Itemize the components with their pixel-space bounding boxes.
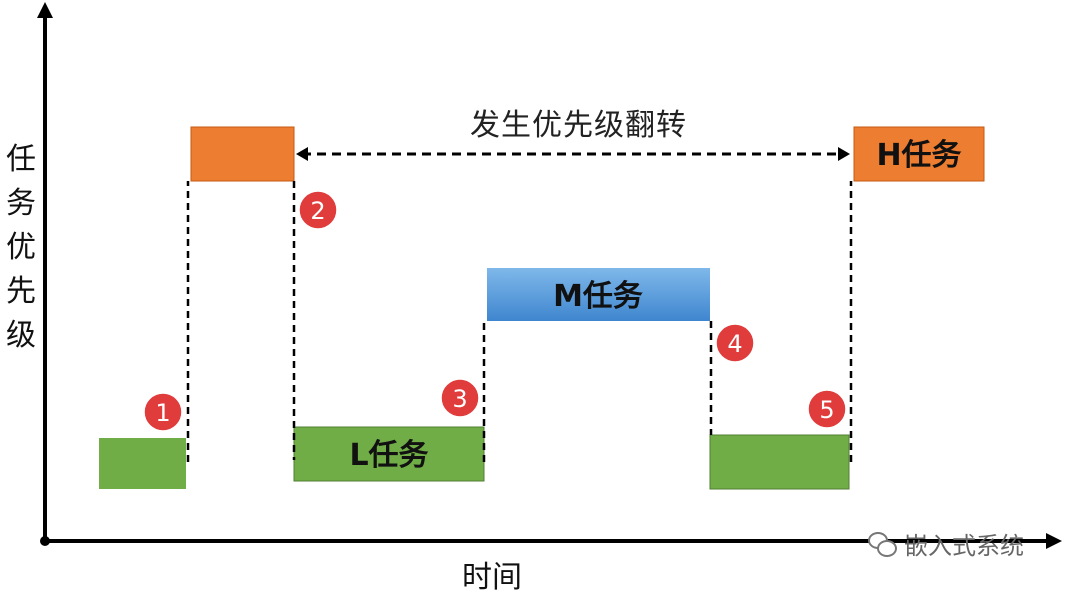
medium-task-block (487, 268, 710, 321)
step-number-5: 5 (819, 396, 834, 424)
low-task-block-1 (99, 438, 186, 489)
watermark-text: 嵌入式系统 (904, 532, 1024, 560)
step-badge-2: 2 (298, 190, 338, 230)
low-task-label: L任务 (349, 438, 428, 473)
medium-task-label: M任务 (553, 279, 643, 314)
low-task-block-3 (709, 434, 850, 490)
inversion-arrow-left-head (296, 147, 308, 161)
wechat-icon (868, 531, 898, 557)
inversion-arrow-right-head (838, 147, 850, 161)
y-axis-label: 任务优先级 (6, 142, 36, 353)
watermark: 嵌入式系统 (868, 526, 1024, 561)
y-axis-arrowhead (37, 2, 53, 18)
x-axis-label: 时间 (462, 560, 522, 595)
high-task-block-1 (190, 126, 295, 182)
step-badge-1: 1 (143, 392, 183, 432)
step-number-4: 4 (727, 330, 742, 358)
step-number-3: 3 (452, 385, 467, 413)
low-task-block-2 (293, 426, 485, 482)
inversion-label: 发生优先级翻转 (470, 108, 687, 143)
step-number-2: 2 (310, 197, 325, 225)
x-axis-arrowhead (1046, 533, 1062, 549)
high-task-block-2 (853, 126, 985, 182)
step-badge-4: 4 (715, 323, 755, 363)
step-badge-5: 5 (807, 389, 847, 429)
step-badge-3: 3 (440, 378, 480, 418)
step-number-1: 1 (155, 399, 170, 427)
axis-origin (40, 536, 50, 546)
high-task-label: H任务 (876, 138, 961, 173)
